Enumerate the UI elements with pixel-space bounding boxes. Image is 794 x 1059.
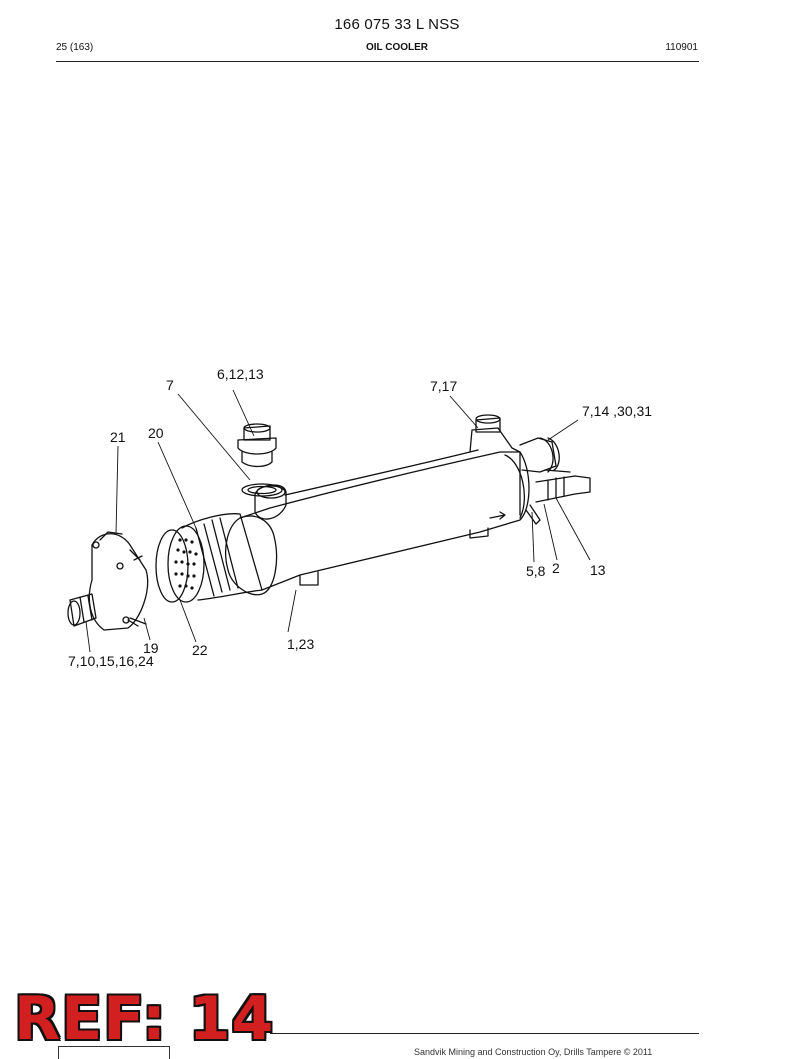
footer-copyright: Sandvik Mining and Construction Oy, Dril… <box>414 1047 653 1057</box>
section-title: OIL COOLER <box>365 42 429 53</box>
leader-lines <box>85 389 591 653</box>
cooler-body-outline <box>299 527 489 586</box>
side-fitting <box>519 437 557 473</box>
o-ring <box>241 483 283 497</box>
callout-22: 22 <box>192 642 208 658</box>
tube-bundle <box>181 513 263 601</box>
document-code: 110901 <box>665 42 698 53</box>
gasket <box>155 529 189 603</box>
callout-7-10-15-16-24: 7,10,15,16,24 <box>68 653 154 669</box>
page-number: 25 (163) <box>56 42 94 53</box>
callout-7-14-30-31: 7,14 ,30,31 <box>582 403 652 419</box>
callout-21: 21 <box>110 429 126 445</box>
header-rule <box>56 61 699 62</box>
rear-housing <box>469 427 521 516</box>
cooler-body-top-edge <box>284 449 479 496</box>
union-nipple <box>243 425 271 441</box>
callout-2: 2 <box>552 560 560 576</box>
diagram-drawing <box>67 414 591 631</box>
footer-rule <box>270 1033 699 1034</box>
ref-stamp: REF: 14 <box>14 984 275 1054</box>
callout-5-8: 5,8 <box>526 563 546 579</box>
front-flange <box>225 515 278 596</box>
end-cover <box>88 533 149 631</box>
callout-7: 7 <box>166 377 174 393</box>
callout-19: 19 <box>143 640 159 656</box>
callout-1-23: 1,23 <box>287 636 314 652</box>
drain-valve <box>535 475 591 503</box>
callout-6-12-13: 6,12,13 <box>217 366 264 382</box>
document-number: 166 075 33 L NSS <box>334 16 460 33</box>
callout-13: 13 <box>590 562 606 578</box>
cooler-body <box>239 451 530 591</box>
callout-20: 20 <box>148 425 164 441</box>
cover-outlet-fitting <box>69 593 97 627</box>
callout-7-17: 7,17 <box>430 378 457 394</box>
